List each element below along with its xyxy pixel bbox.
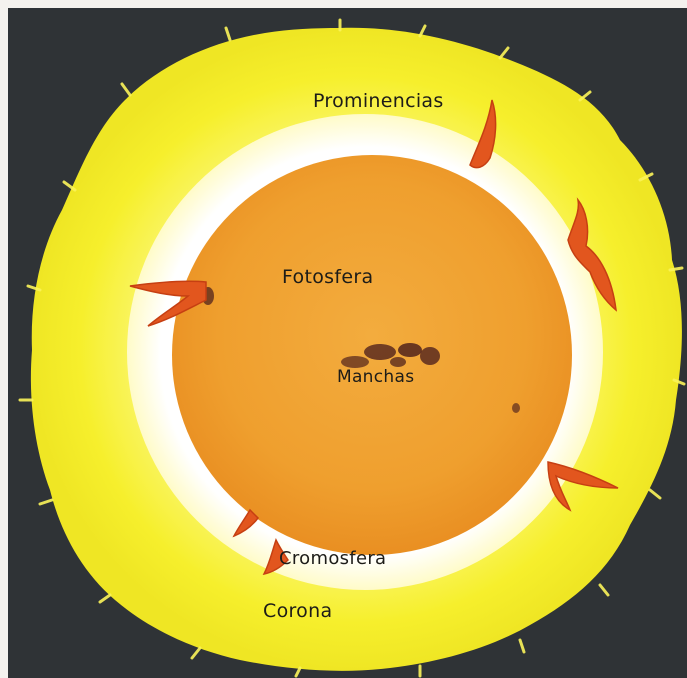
label-fotosfera: Fotosfera (282, 266, 373, 288)
page-margin-left (0, 0, 8, 678)
label-cromosfera: Cromosfera (279, 548, 386, 569)
page-margin-top (0, 0, 687, 8)
label-corona: Corona (263, 600, 332, 622)
label-manchas: Manchas (337, 367, 414, 387)
label-prominencias: Prominencias (313, 90, 444, 112)
